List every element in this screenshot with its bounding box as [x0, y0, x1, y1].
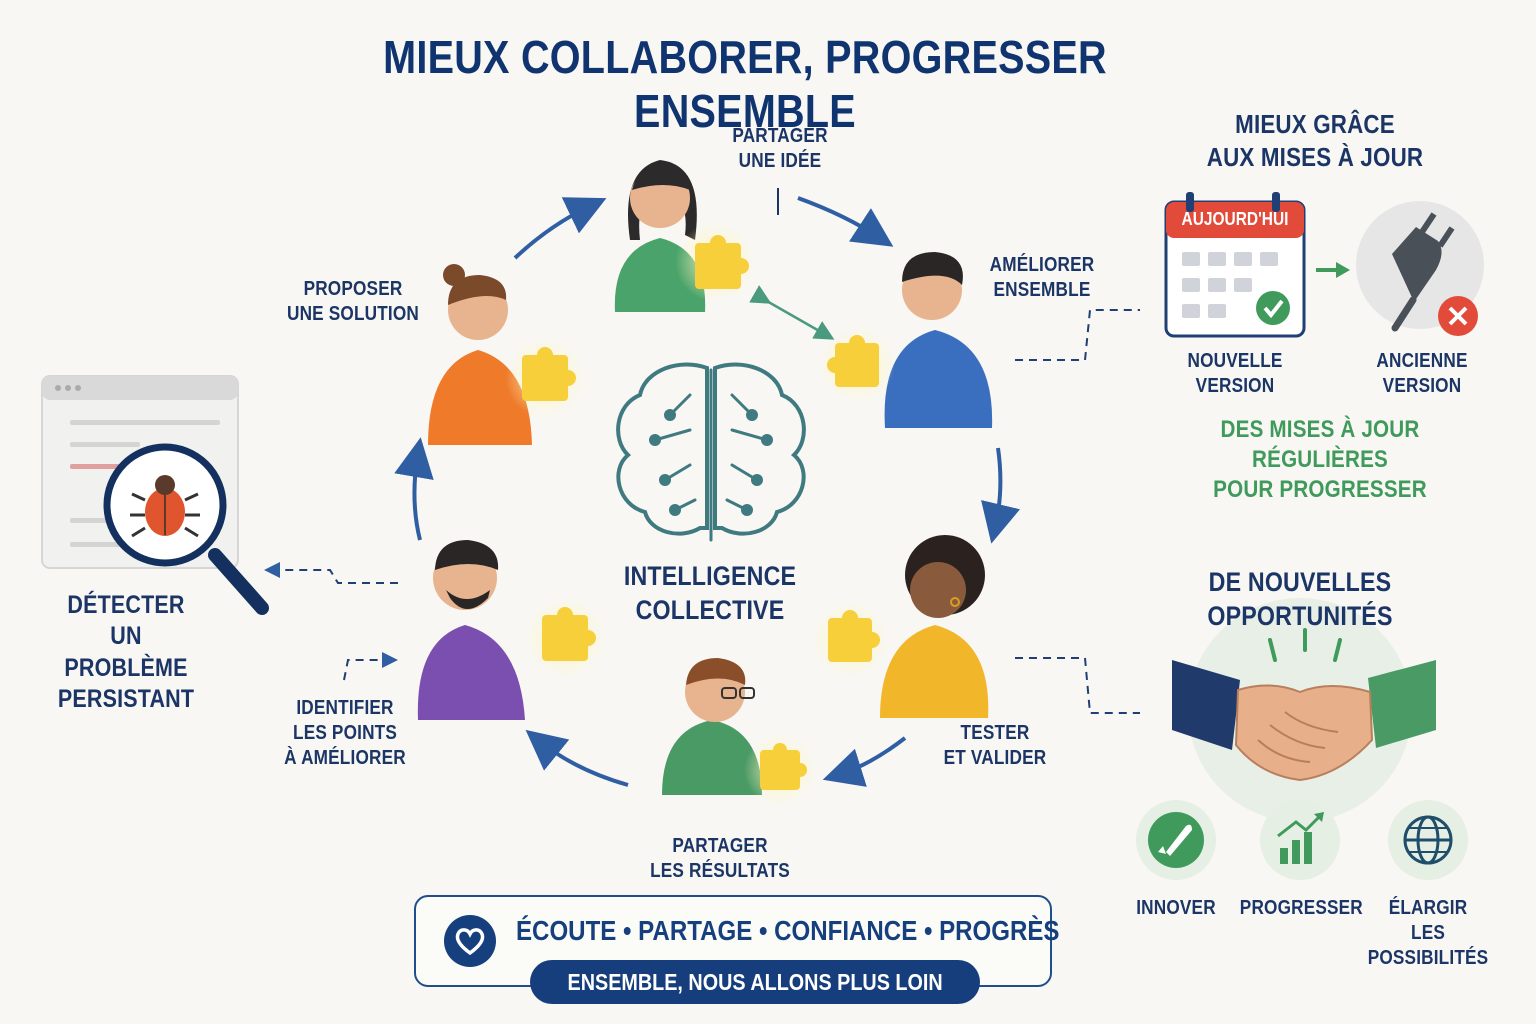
new-version-label: NOUVELLE VERSION [1175, 349, 1295, 399]
opportunity-line: PROGRESSER [1239, 897, 1363, 919]
step-label-improve: AMÉLIORER ENSEMBLE [973, 253, 1111, 303]
opportunity-expand-label: ÉLARGIR LES POSSIBILITÉS [1355, 896, 1501, 971]
step-line: PARTAGER [672, 835, 768, 857]
step-line: ET VALIDER [943, 747, 1047, 769]
person-test-validate [812, 535, 989, 718]
step-line: UNE IDÉE [738, 150, 822, 172]
updates-heading-line: AUX MISES À JOUR [1206, 141, 1424, 172]
cycle-arrows [394, 196, 1020, 787]
puzzle-icon [695, 243, 741, 289]
updates-heading: MIEUX GRÂCE AUX MISES À JOUR [1199, 108, 1431, 173]
values-text: ÉCOUTE • PARTAGE • CONFIANCE • PROGRÈS [516, 915, 1060, 946]
updates-heading-line: MIEUX GRÂCE [1235, 109, 1395, 139]
person-propose [428, 264, 585, 445]
rocket-icon [1136, 800, 1216, 880]
arrow-ameliorer-to-tester [981, 447, 1020, 544]
old-version-label: ANCIENNE VERSION [1362, 349, 1482, 399]
handshake-icon [1172, 598, 1436, 822]
puzzle-icon [828, 618, 872, 662]
step-label-identify: IDENTIFIER LES POINTS À AMÉLIORER [272, 696, 418, 771]
step-label-propose: PROPOSER UNE SOLUTION [280, 277, 426, 327]
step-label-share-idea: PARTAGER UNE IDÉE [711, 124, 849, 174]
globe-icon [1388, 800, 1468, 880]
step-line: LES POINTS [293, 722, 397, 744]
opportunity-innovate-label: INNOVER [1124, 896, 1227, 921]
detect-line: DÉTECTER [67, 591, 185, 619]
new-version-line: NOUVELLE [1187, 350, 1283, 372]
connector-to-opportunities [1015, 657, 1140, 714]
person-identify [417, 540, 605, 720]
heart-icon [444, 915, 496, 967]
detect-label: DÉTECTER UN PROBLÈME PERSISTANT [49, 590, 204, 715]
step-line: À AMÉLIORER [284, 747, 406, 769]
updates-tagline-line: DES MISES À JOUR RÉGULIÈRES [1220, 416, 1420, 473]
opportunity-line: LES POSSIBILITÉS [1367, 922, 1489, 969]
old-version-line: VERSION [1382, 375, 1462, 397]
center-label: INTELLIGENCE COLLECTIVE [620, 560, 801, 628]
person-share-idea [614, 160, 755, 312]
values-banner: ENSEMBLE, NOUS ALLONS PLUS LOIN [530, 960, 980, 1004]
connector-to-updates [1015, 309, 1140, 361]
arrow-right-icon [1316, 262, 1350, 278]
step-line: PARTAGER [732, 125, 828, 147]
arrow-tester-to-resultats [822, 736, 907, 787]
step-line: TESTER [960, 722, 1030, 744]
updates-tagline-line: POUR PROGRESSER [1213, 476, 1427, 503]
center-line2: COLLECTIVE [635, 594, 785, 625]
connector-identifier [343, 652, 398, 681]
new-version-line: VERSION [1195, 375, 1275, 397]
arrow-resultats-to-identifier [525, 729, 629, 787]
arrow-partager-to-ameliorer [797, 196, 894, 247]
step-line: UNE SOLUTION [286, 303, 420, 325]
detect-line: UN PROBLÈME [64, 622, 188, 682]
bug-detection-illustration [41, 375, 269, 615]
opportunity-progress-label: PROGRESSER [1239, 896, 1363, 921]
step-label-results: PARTAGER LES RÉSULTATS [634, 834, 806, 884]
opportunity-line: ÉLARGIR [1388, 897, 1468, 919]
dashed-connectors [264, 309, 1140, 714]
center-line1: INTELLIGENCE [623, 561, 797, 591]
calendar-icon [1164, 192, 1306, 338]
connector-to-detect [264, 562, 398, 584]
bug-icon [130, 475, 200, 538]
opportunities-heading-line: OPPORTUNITÉS [1207, 600, 1393, 631]
step-label-test: TESTER ET VALIDER [926, 721, 1064, 771]
step-line: ENSEMBLE [993, 279, 1091, 301]
puzzle-icon [760, 750, 800, 790]
puzzle-icon [542, 615, 588, 661]
check-icon [1256, 291, 1290, 325]
page-title: MIEUX COLLABORER, PROGRESSER ENSEMBLE [383, 31, 1107, 137]
values-banner-text: ENSEMBLE, NOUS ALLONS PLUS LOIN [567, 968, 943, 995]
old-version-line: ANCIENNE [1376, 350, 1468, 372]
puzzle-icon [522, 355, 568, 401]
step-line: LES RÉSULTATS [650, 860, 790, 882]
arrow-proposer-to-partager [513, 197, 607, 260]
brain-icon [616, 362, 806, 542]
growth-chart-icon [1260, 800, 1340, 880]
opportunity-line: INNOVER [1136, 897, 1216, 919]
puzzle-icon [835, 343, 879, 387]
arrow-identifier-to-proposer [394, 437, 434, 541]
updates-tagline: DES MISES À JOUR RÉGULIÈRES POUR PROGRES… [1165, 415, 1475, 505]
step-line: PROPOSER [303, 278, 403, 300]
person-share-results [662, 658, 816, 806]
calendar-today-label: AUJOURD'HUI [1181, 209, 1289, 229]
plug-icon [1356, 201, 1484, 336]
detect-line: PERSISTANT [57, 684, 195, 713]
person-improve [819, 252, 993, 428]
step-line: AMÉLIORER [989, 254, 1095, 276]
arrow-idea-exchange [749, 285, 835, 340]
step-line: IDENTIFIER [296, 697, 394, 719]
opportunities-heading: DE NOUVELLES OPPORTUNITÉS [1197, 566, 1403, 634]
opportunities-heading-line: DE NOUVELLES [1208, 567, 1392, 597]
